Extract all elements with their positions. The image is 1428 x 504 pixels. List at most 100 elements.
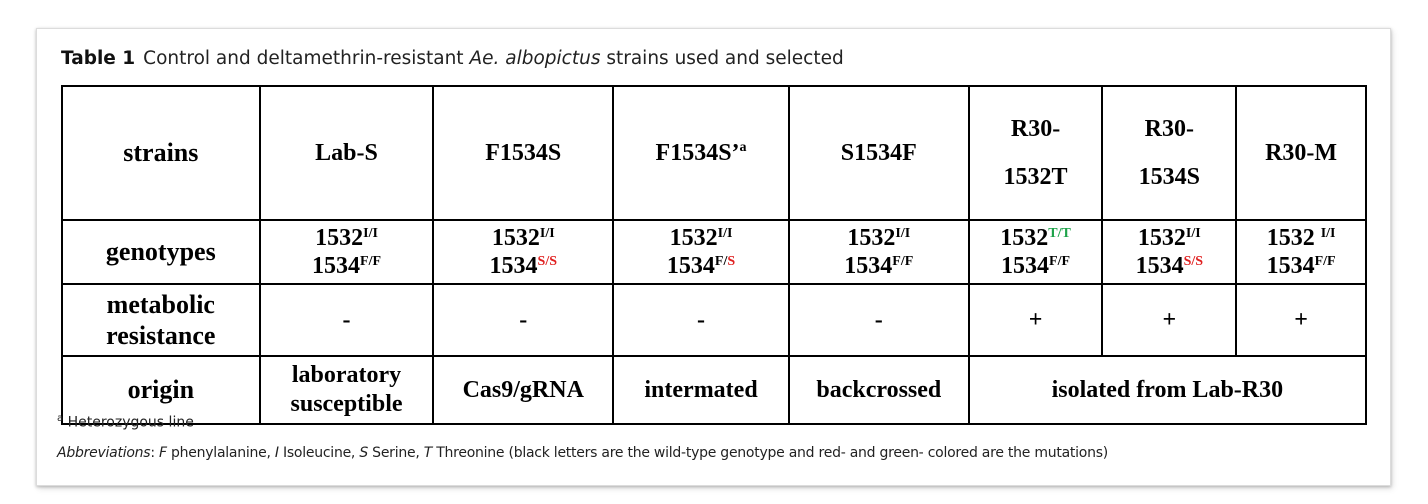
allele-pair: T/T [1048,226,1071,241]
origin-cell: backcrossed [787,355,970,425]
strain-cell: F1534S’a [612,85,790,221]
allele-pair: F/S [715,254,735,269]
allele: F [904,254,914,269]
allele-pair: I/I [540,226,555,241]
allele-pair: S/S [1184,254,1203,269]
genotype-position: 1534 [1135,253,1184,279]
strain-cell: R30-M [1235,85,1367,221]
footnote-abbreviations: Abbreviations: F phenylalanine, I Isoleu… [57,445,1108,461]
strain-name-line1: R30- [1010,116,1061,142]
abbrev-key: I [274,445,279,461]
allele: F [360,254,369,269]
allele-separator: / [368,254,373,269]
footnote-a-text: Heterozygous line [63,414,194,431]
row-header-strains: strains [61,85,261,221]
metabolic-value: - [432,283,615,357]
genotype-1532: 1532I/I [794,224,964,252]
caption-text-after: strains used and selected [600,48,844,69]
genotype-1532: 1532 I/I [1241,224,1361,252]
abbrev-value: Serine, [367,445,424,461]
strain-name-line1: R30- [1144,116,1194,142]
strain-name: R30-M [1265,139,1338,166]
genotype-position: 1532 [315,225,364,251]
caption-text-before: Control and deltamethrin-resistant [143,48,470,69]
metabolic-value: - [787,283,970,357]
allele: I [1320,226,1327,241]
abbreviations-label: Abbreviations [57,445,151,461]
allele: S [549,254,558,269]
strain-cell: R30-1532T [967,85,1104,221]
genotype-position: 1532 [1266,225,1321,251]
allele-pair: I/I [895,226,910,241]
allele: I [895,226,901,241]
allele-separator: / [723,254,728,269]
row-header-origin: origin [61,355,261,425]
allele: F [372,254,382,269]
allele-separator: / [1191,226,1196,241]
origin-line2: susceptible [290,391,403,417]
table-label: Table 1 [61,48,136,69]
metabolic-value: + [967,283,1104,357]
allele-separator: / [1057,226,1062,241]
allele-separator: / [723,226,727,241]
genotype-1534: 1534S/S [438,252,608,280]
genotype-1534: 1534F/S [618,252,784,280]
strains-row: strains Lab-S F1534S F1534S’a S1534F R30… [61,85,1367,221]
allele-separator: / [1191,254,1196,269]
genotype-position: 1532 [1000,225,1049,251]
allele-separator: / [900,226,905,241]
table-caption: Table 1 Control and deltamethrin-resistan… [61,48,844,69]
allele: F [1061,254,1071,269]
row-header-genotypes: genotypes [61,219,261,285]
allele: I [539,226,546,241]
strain-name: Lab-S [315,139,378,166]
allele: F [892,254,901,269]
abbrev-key: T [423,445,433,461]
genotype-1532: 1532I/I [618,224,784,252]
caption-species: Ae. albopictus [469,48,601,69]
abbrev-key: S [359,445,368,461]
genotype-1532: 1532I/I [438,224,608,252]
allele: I [363,226,369,241]
genotype-position: 1532 [669,225,718,251]
metabolic-value: - [612,283,790,357]
abbrev-value: Threonine [432,445,509,461]
allele: S [537,254,546,269]
strain-cell: R30-1534S [1101,85,1238,221]
allele-separator: / [545,254,550,269]
allele-pair: I/I [363,226,378,241]
allele: I [904,226,911,241]
genotype-position: 1532 [847,225,896,251]
allele: I [717,226,724,241]
allele-pair: I/I [1186,226,1201,241]
allele-separator: / [1323,254,1328,269]
genotype-position: 1534 [312,253,360,279]
allele: I [1330,226,1336,241]
table-panel: Table 1 Control and deltamethrin-resistan… [36,28,1391,486]
allele: F [714,254,724,269]
allele-pair: S/S [538,254,557,269]
allele: S [1195,254,1204,269]
genotype-position: 1532 [491,225,540,251]
genotype-1532: 1532I/I [265,224,429,252]
abbrev-value: Isoleucine, [278,445,360,461]
strains-table: strains Lab-S F1534S F1534S’a S1534F R30… [61,85,1368,425]
genotype-position: 1534 [489,253,538,279]
metabolic-value: + [1235,283,1367,357]
allele-pair: I/I [718,226,733,241]
allele: T [1048,226,1058,241]
genotype-position: 1534 [1001,253,1050,279]
origin-line1: laboratory [291,362,402,389]
origin-cell-merged: isolated from Lab-R30 [967,355,1368,425]
abbreviations-note: (black letters are the wild-type genotyp… [508,445,1108,461]
footnote-a: a Heterozygous line [57,413,194,431]
strain-name: S1534F [840,139,917,166]
